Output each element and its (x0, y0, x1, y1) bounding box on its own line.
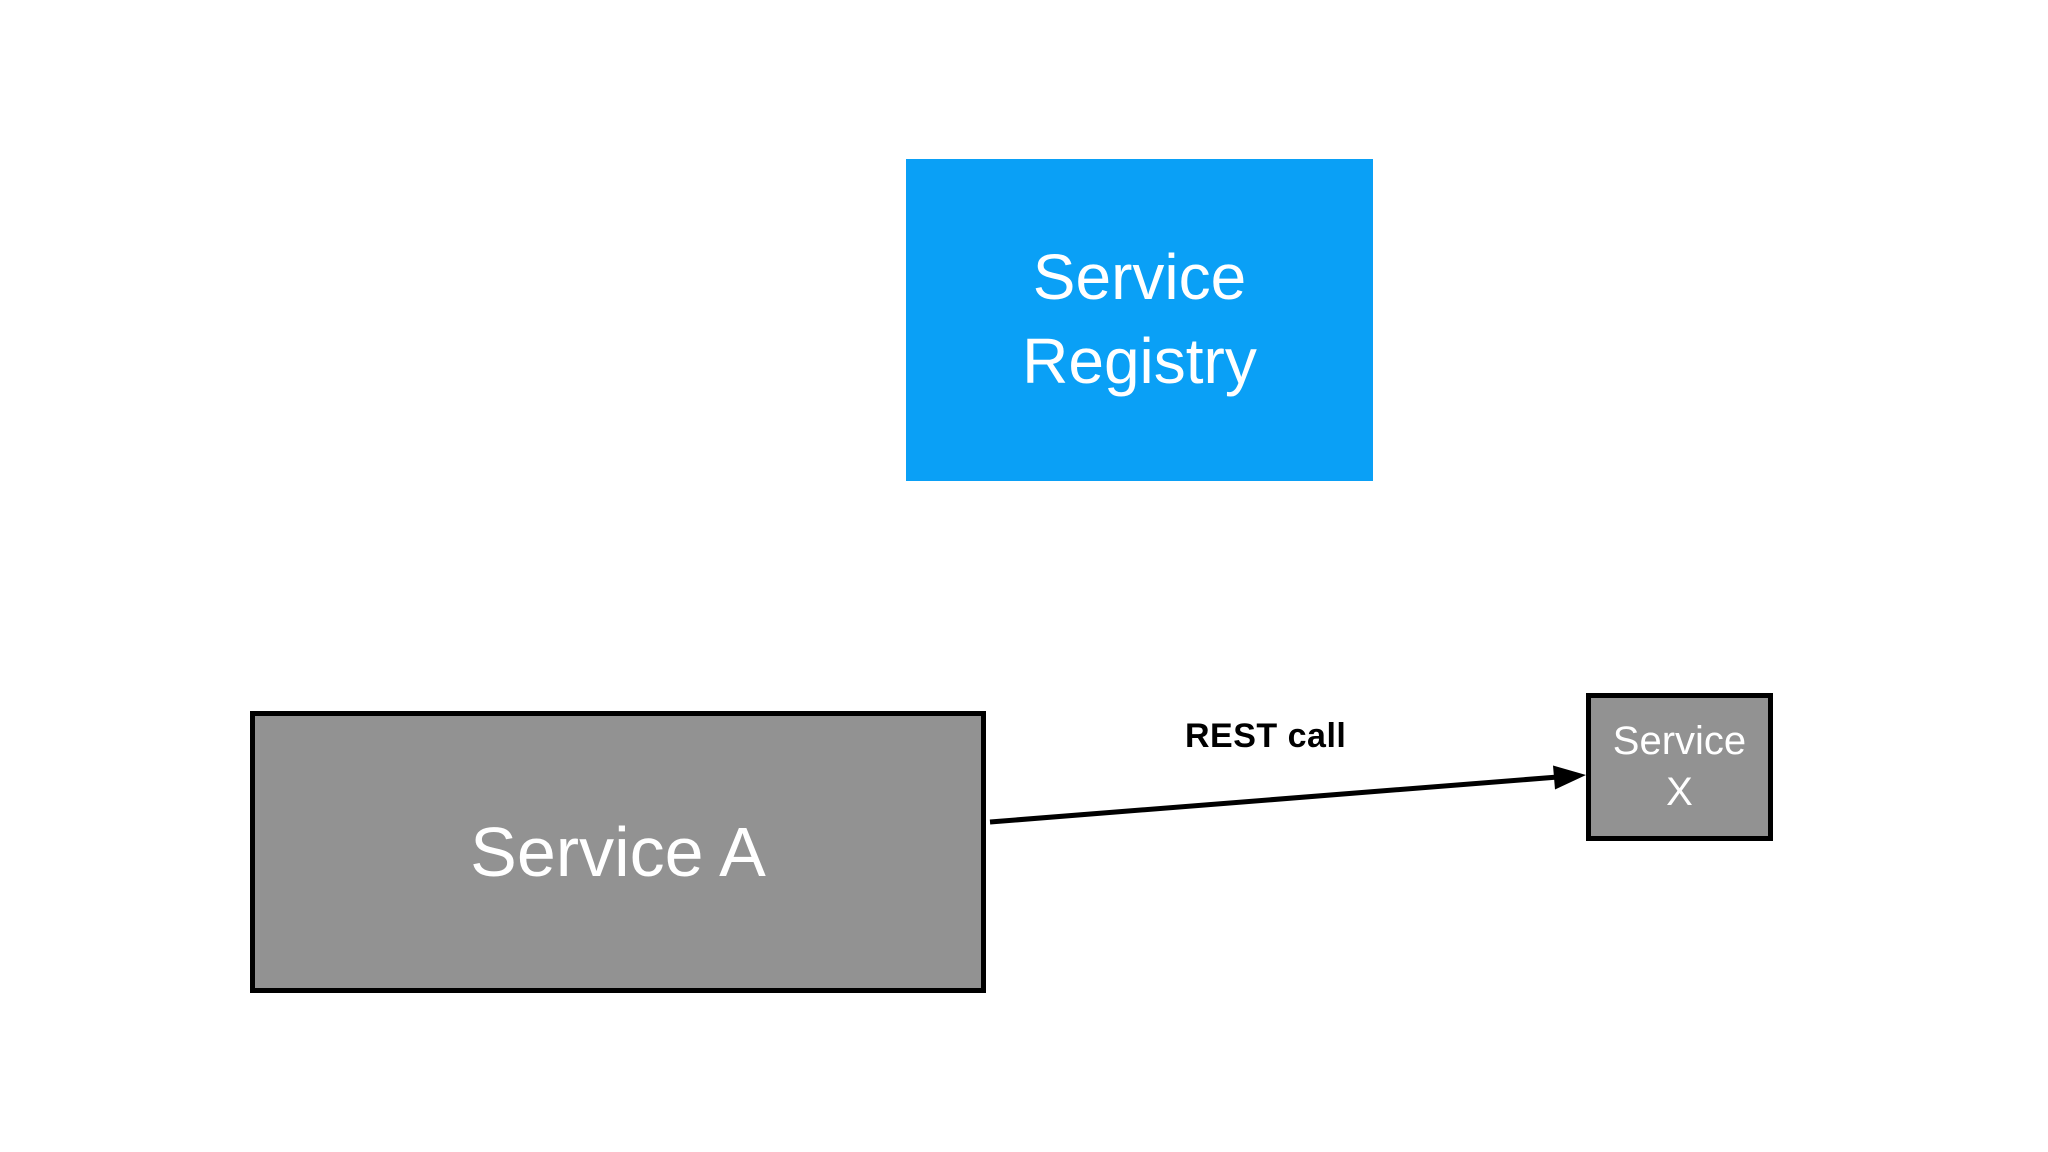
service-x-node: Service X (1586, 693, 1773, 841)
rest-call-arrow-line (989, 774, 1559, 825)
service-x-label: Service X (1612, 718, 1747, 814)
rest-call-label: REST call (1185, 717, 1347, 755)
service-a-node: Service A (250, 711, 986, 993)
service-registry-node: Service Registry (906, 159, 1373, 481)
service-registry-label: Service Registry (1022, 241, 1257, 397)
service-a-label: Service A (470, 813, 766, 891)
rest-call-arrowhead-icon (1553, 765, 1586, 790)
